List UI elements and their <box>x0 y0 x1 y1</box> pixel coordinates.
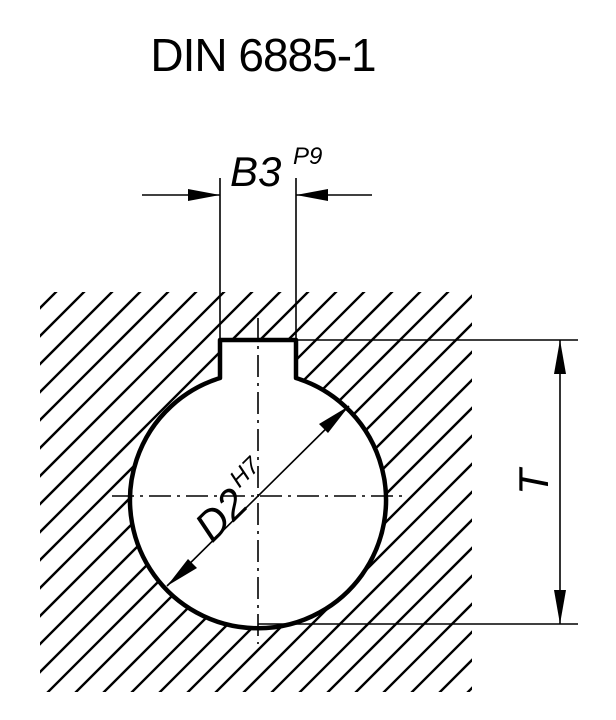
hatch-line <box>40 292 198 450</box>
hatch-line <box>466 686 472 692</box>
hatch-line <box>158 378 472 692</box>
hatch-line <box>354 574 472 692</box>
hatch-line <box>438 658 472 692</box>
hatch-line <box>46 292 450 692</box>
hatch-line <box>326 546 472 692</box>
hatch-line <box>40 292 282 534</box>
hatch-line <box>102 322 472 692</box>
bore-keyway-outline <box>127 337 389 631</box>
hatch-line <box>410 630 472 692</box>
arrowhead-top <box>554 340 566 374</box>
key-width-label: B3 <box>230 148 281 195</box>
hatch-line <box>74 294 472 692</box>
diameter-dimension-line <box>166 405 350 587</box>
hatch-line <box>242 462 472 692</box>
hatch-line <box>0 0 320 720</box>
arrowhead-right <box>296 189 328 201</box>
hatch-line <box>40 292 226 478</box>
key-width-tolerance: P9 <box>293 143 322 170</box>
hatch-line <box>382 602 472 692</box>
arrowhead-diameter-upper <box>319 406 349 433</box>
arrowhead-diameter-lower <box>167 559 197 586</box>
hatch-line <box>40 292 114 366</box>
hatch-line <box>298 518 472 692</box>
arrowhead-bottom <box>554 590 566 624</box>
hatch-line <box>40 292 254 506</box>
depth-label: T <box>510 466 557 495</box>
hatch-line <box>214 434 472 692</box>
hatch-line <box>40 292 142 394</box>
centerlines <box>112 318 404 644</box>
hatch-line <box>130 350 472 692</box>
standard-title: DIN 6885-1 <box>150 29 376 81</box>
depth-dimension <box>258 339 578 625</box>
hatch-line <box>270 490 472 692</box>
hatch-line <box>186 406 472 692</box>
arrowhead-left <box>188 189 220 201</box>
hatch-line <box>40 292 170 422</box>
hatch-line <box>40 292 310 562</box>
